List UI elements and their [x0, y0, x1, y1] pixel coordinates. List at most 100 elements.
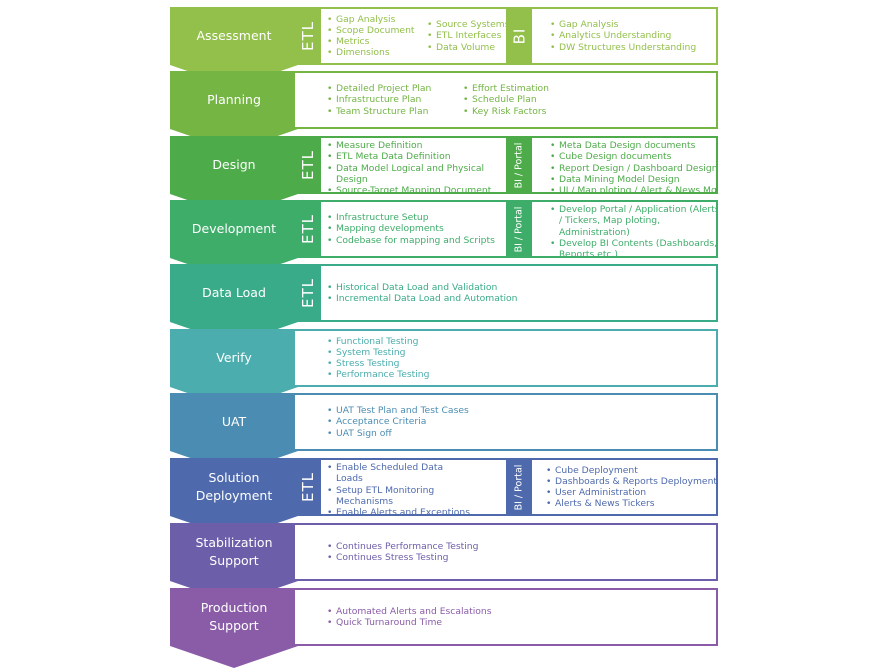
- list-item: UAT Sign off: [327, 428, 469, 440]
- phase-production-chevron-shape: [170, 588, 298, 668]
- phase-development-label: Development: [191, 221, 277, 236]
- list-item: Schedule Plan: [463, 94, 549, 106]
- phase-assessment-chevron-shape: [170, 7, 298, 87]
- list-item: Gap Analysis: [550, 19, 696, 31]
- list-item: Automated Alerts and Escalations: [327, 606, 492, 618]
- phase-deployment-details: ETL Enable Scheduled Data LoadsSetup ETL …: [293, 458, 718, 516]
- phase-design-right-tag-label: BI / Portal: [513, 142, 525, 188]
- list-item: Infrastructure Plan: [327, 94, 431, 106]
- list-item: Data Volume: [427, 42, 510, 54]
- list-item: Setup ETL Monitoring Mechanisms: [327, 485, 472, 508]
- list-item: Performance Testing: [327, 369, 429, 381]
- list-item: User Administration: [546, 487, 716, 499]
- phase-deployment-right-tag: BI / Portal: [506, 460, 532, 514]
- phase-development-left-list-0: Infrastructure SetupMapping developments…: [327, 212, 507, 246]
- phase-planning-left-list-1: Effort EstimationSchedule PlanKey Risk F…: [463, 83, 549, 117]
- phase-development-right-tag-label: BI / Portal: [513, 206, 525, 252]
- list-item: Historical Data Load and Validation: [327, 282, 517, 294]
- phase-assessment-right-tag: BI: [506, 9, 532, 63]
- phase-production-left-list-0: Automated Alerts and EscalationsQuick Tu…: [327, 606, 492, 629]
- phase-design-left-tag: ETL: [295, 138, 321, 192]
- list-item: Source-Target Mapping Document: [327, 185, 502, 192]
- phase-development-right-list: Develop Portal / Application (Alerts / T…: [550, 204, 716, 256]
- phase-development-chevron: Development: [170, 200, 298, 280]
- list-item: Continues Performance Testing: [327, 541, 478, 553]
- list-item: Team Structure Plan: [327, 106, 431, 118]
- phase-deployment-right-tag-label: BI / Portal: [513, 464, 525, 510]
- list-item: Stress Testing: [327, 358, 429, 370]
- phase-design-right-tag: BI / Portal: [506, 138, 532, 192]
- phase-dataload-left-tag: ETL: [295, 266, 321, 320]
- phase-deployment-left-tag-label: ETL: [299, 472, 317, 502]
- phase-design-left-list-0: Measure DefinitionETL Meta Data Definiti…: [327, 140, 502, 192]
- phase-production-chevron: Production Support: [170, 588, 298, 668]
- phase-assessment-left-tag: ETL: [295, 9, 321, 63]
- list-item: Develop BI Contents (Dashboards, Reports…: [550, 238, 716, 256]
- phase-planning-left-list-0: Detailed Project PlanInfrastructure Plan…: [327, 83, 431, 117]
- phase-planning-chevron: Planning: [170, 71, 298, 151]
- phase-assessment-label: Assessment: [196, 28, 272, 43]
- phase-design-right-list: Meta Data Design documentsCube Design do…: [550, 140, 716, 192]
- phase-assessment-details: ETL Gap AnalysisScope DocumentMetricsDime…: [293, 7, 718, 65]
- phase-verify-chevron: Verify: [170, 329, 298, 409]
- list-item: Alerts & News Tickers: [546, 498, 716, 510]
- phase-stabilization-chevron-shape: [170, 523, 298, 603]
- phase-assessment-left-list-1: Source SystemsETL InterfacesData Volume: [427, 19, 510, 53]
- list-item: Enable Scheduled Data Loads: [327, 462, 472, 485]
- list-item: Data Mining Model Design: [550, 174, 716, 186]
- phase-stabilization-left-list-0: Continues Performance TestingContinues S…: [327, 541, 478, 564]
- list-item: System Testing: [327, 347, 429, 359]
- list-item: Codebase for mapping and Scripts: [327, 235, 507, 247]
- phase-development-right-tag: BI / Portal: [506, 202, 532, 256]
- list-item: Metrics: [327, 36, 415, 48]
- list-item: Acceptance Criteria: [327, 416, 469, 428]
- list-item: DW Structures Understanding: [550, 42, 696, 54]
- list-item: ETL Meta Data Definition: [327, 151, 502, 163]
- phase-verify-details: Functional TestingSystem TestingStress T…: [293, 329, 718, 387]
- phase-deployment-left-list-0: Enable Scheduled Data LoadsSetup ETL Mon…: [327, 462, 472, 514]
- phase-design-details: ETL Measure DefinitionETL Meta Data Defin…: [293, 136, 718, 194]
- phase-production-details: Automated Alerts and EscalationsQuick Tu…: [293, 588, 718, 646]
- list-item: Continues Stress Testing: [327, 552, 478, 564]
- list-item: Detailed Project Plan: [327, 83, 431, 95]
- phase-design-chevron-shape: [170, 136, 298, 216]
- phase-design-left-tag-label: ETL: [299, 150, 317, 180]
- phase-assessment-left-tag-label: ETL: [299, 21, 317, 51]
- list-item: Infrastructure Setup: [327, 212, 507, 224]
- list-item: Quick Turnaround Time: [327, 617, 492, 629]
- list-item: Enable Alerts and Exceptions: [327, 507, 472, 514]
- list-item: Source Systems: [427, 19, 510, 31]
- list-item: Analytics Understanding: [550, 30, 696, 42]
- phase-uat-details: UAT Test Plan and Test CasesAcceptance C…: [293, 393, 718, 451]
- phase-deployment-chevron: Solution Deployment: [170, 458, 298, 538]
- list-item: UI / Map ploting / Alert & News Mgt.: [550, 185, 716, 192]
- list-item: Effort Estimation: [463, 83, 549, 95]
- phase-uat-left-list-0: UAT Test Plan and Test CasesAcceptance C…: [327, 405, 469, 439]
- phase-design-label: Design: [212, 157, 256, 172]
- list-item: Report Design / Dashboard Design: [550, 163, 716, 175]
- phase-production-label: Production Support: [200, 600, 268, 633]
- phase-assessment-right-tag-label: BI: [510, 27, 528, 45]
- phase-uat-chevron-shape: [170, 393, 298, 473]
- list-item: Cube Deployment: [546, 465, 716, 477]
- phase-dataload-chevron: Data Load: [170, 264, 298, 344]
- list-item: Meta Data Design documents: [550, 140, 716, 152]
- phase-dataload-label: Data Load: [202, 285, 266, 300]
- list-item: Gap Analysis: [327, 14, 415, 26]
- phase-assessment-left-list-0: Gap AnalysisScope DocumentMetricsDimensi…: [327, 14, 415, 59]
- phase-development-details: ETLInfrastructure SetupMapping developme…: [293, 200, 718, 258]
- phase-dataload-left-tag-label: ETL: [299, 278, 317, 308]
- phase-dataload-details: ETLHistorical Data Load and ValidationIn…: [293, 264, 718, 322]
- phase-design-chevron: Design: [170, 136, 298, 216]
- list-item: Dimensions: [327, 47, 415, 59]
- phase-uat-chevron: UAT: [170, 393, 298, 473]
- phase-stabilization-details: Continues Performance TestingContinues S…: [293, 523, 718, 581]
- phase-deployment-chevron-shape: [170, 458, 298, 538]
- phase-verify-left-list-0: Functional TestingSystem TestingStress T…: [327, 336, 429, 381]
- list-item: Cube Design documents: [550, 151, 716, 163]
- list-item: Mapping developments: [327, 223, 507, 235]
- list-item: Data Model Logical and Physical Design: [327, 163, 502, 186]
- list-item: Functional Testing: [327, 336, 429, 348]
- list-item: Key Risk Factors: [463, 106, 549, 118]
